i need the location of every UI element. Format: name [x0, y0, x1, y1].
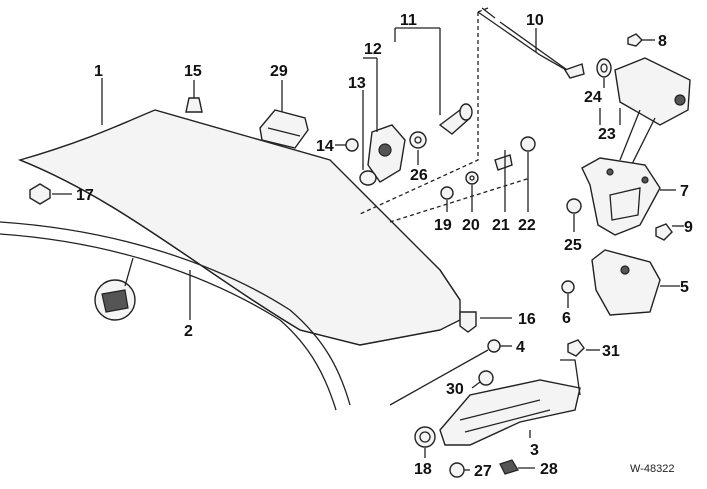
part-30-nut [478, 370, 494, 386]
drawing-code: W-48322 [630, 463, 674, 475]
callout-2: 2 [184, 323, 193, 340]
callout-19: 19 [434, 217, 452, 234]
callout-14: 14 [316, 138, 334, 155]
callout-29: 29 [270, 63, 288, 80]
part-17-nut [29, 183, 51, 205]
part-3-hinge [439, 359, 581, 446]
callout-28: 28 [540, 461, 558, 478]
callout-23: 23 [598, 126, 616, 143]
part-7-latch [581, 157, 661, 236]
part-4-stay [389, 339, 501, 406]
part-15-bumper [185, 88, 203, 113]
trunk-lid [17, 109, 461, 346]
callout-24: 24 [584, 89, 602, 106]
callout-1: 1 [94, 63, 103, 80]
callout-30: 30 [446, 381, 464, 398]
part-25-bolt [566, 198, 582, 214]
part-26-washer [409, 131, 427, 149]
part-31-bolt [567, 339, 585, 357]
part-24-bushing [596, 58, 612, 78]
part-10-rod [499, 21, 585, 79]
callout-17: 17 [76, 187, 94, 204]
part-23-actuator [614, 57, 691, 169]
callout-25: 25 [564, 237, 582, 254]
callout-16: 16 [518, 311, 536, 328]
callout-20: 20 [462, 217, 480, 234]
callout-13: 13 [348, 75, 366, 92]
part-19-22-stack [440, 136, 536, 200]
part-14-nut [345, 138, 359, 152]
part-29-cable-guide [259, 109, 309, 149]
callout-6: 6 [562, 310, 571, 327]
callout-4: 4 [516, 339, 525, 356]
callout-labels: 1 2 3 4 5 6 7 8 9 10 11 12 13 14 15 16 1… [76, 12, 693, 480]
callout-3: 3 [530, 442, 539, 459]
callout-27: 27 [474, 463, 492, 480]
callout-11: 11 [400, 12, 417, 29]
part-5-striker-cover [591, 249, 661, 316]
part-9-bolt [655, 223, 673, 241]
callout-9: 9 [684, 219, 693, 236]
callout-31: 31 [602, 343, 620, 360]
part-12-lock-cylinder-housing [359, 124, 406, 186]
callout-18: 18 [414, 461, 432, 478]
callout-8: 8 [658, 33, 667, 50]
callout-7: 7 [680, 183, 689, 200]
part-16-bumper [459, 311, 477, 333]
callout-21: 21 [492, 217, 510, 234]
callout-12: 12 [364, 41, 382, 58]
callout-26: 26 [410, 167, 428, 184]
part-18-grommet [414, 426, 436, 448]
callout-5: 5 [680, 279, 689, 296]
assembly-boundary [359, 7, 576, 223]
part-11-lock-cylinder [438, 103, 473, 135]
leader-lines [52, 27, 684, 471]
part-27-ring [449, 462, 465, 478]
callout-22: 22 [518, 217, 536, 234]
part-8-bolt [627, 33, 643, 47]
callout-10: 10 [526, 12, 544, 29]
part-6-bolt [561, 280, 575, 294]
callout-15: 15 [184, 63, 202, 80]
part-28-clip [499, 459, 519, 475]
trunk-seal [0, 221, 351, 411]
